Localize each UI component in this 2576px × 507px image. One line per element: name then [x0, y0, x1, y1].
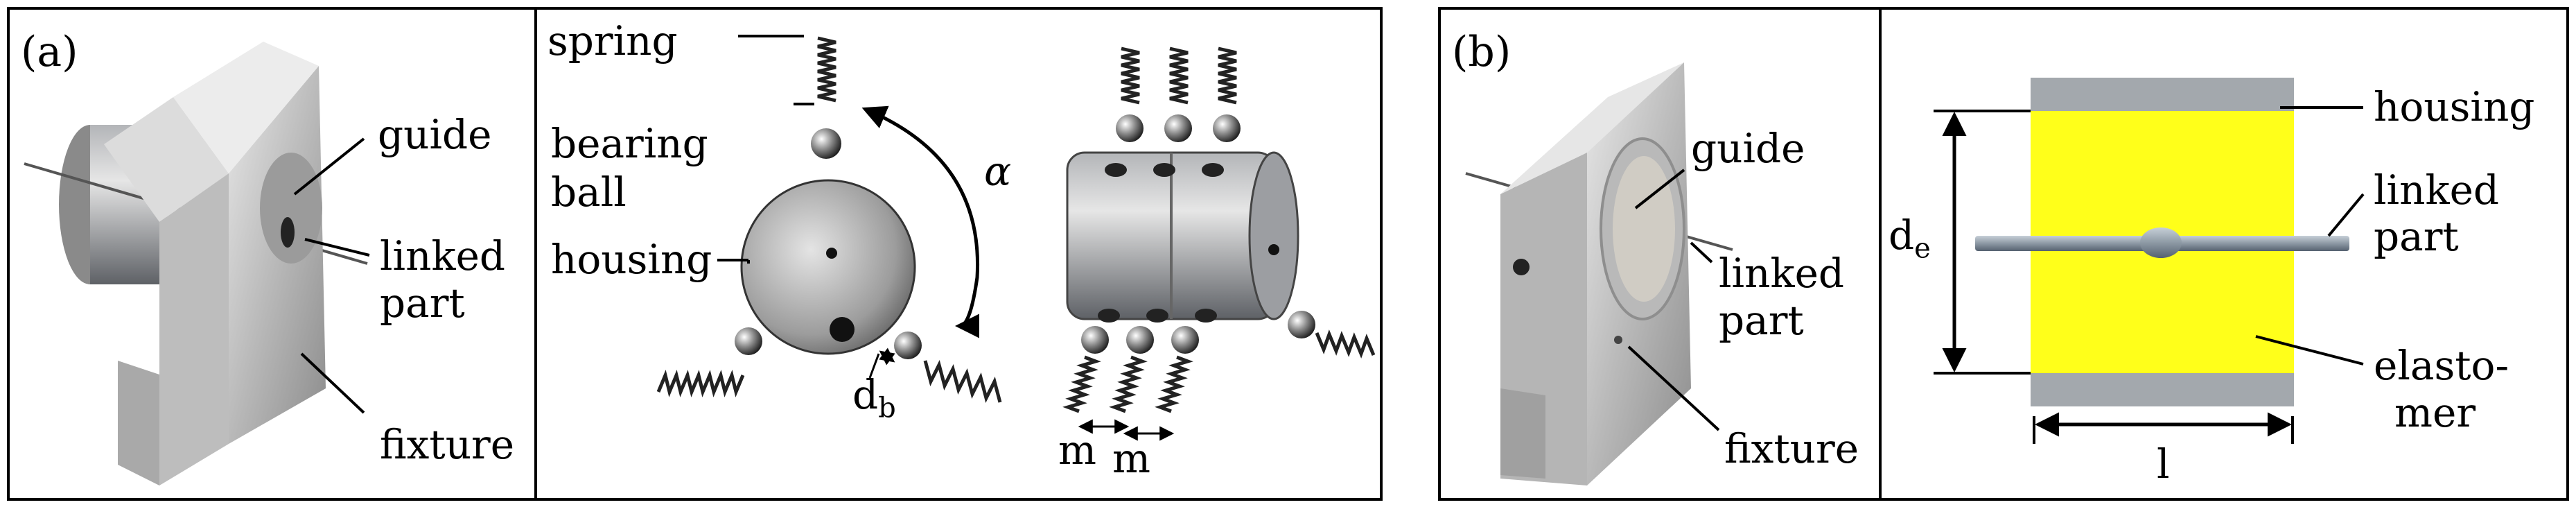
cylinder-view [1062, 46, 1376, 441]
schematic-elastomer-label-1: elasto- [2374, 342, 2509, 389]
housing-bottom [2031, 373, 2294, 406]
l-label: l [2157, 440, 2170, 488]
spring-label: spring [547, 17, 678, 65]
panel-b-photo-frame [1438, 7, 1882, 501]
linked-part-ball [2140, 227, 2182, 258]
schematic-elastomer-label-2: mer [2394, 389, 2476, 436]
leader-lines-a [293, 137, 370, 414]
de-main: d [1889, 212, 1915, 259]
m-label-2: m [1112, 435, 1150, 482]
photo-a-linked-label-2: part [380, 280, 465, 327]
housing-top [2031, 78, 2294, 111]
schematic-linked-label-1: linked [2374, 166, 2500, 214]
panel-b-label: (b) [1452, 28, 1512, 76]
photo-b-fixture-label: fixture [1724, 425, 1859, 472]
photo-b-linked-label-1: linked [1719, 250, 1845, 297]
schematic-linked-label-2: part [2374, 213, 2459, 260]
alpha-label: α [984, 148, 1012, 195]
db-label: db [852, 375, 896, 422]
fixture-photo-a [24, 42, 368, 485]
bearing-ball-label-2: ball [551, 169, 627, 216]
de-sub: e [1914, 232, 1931, 265]
m-label-1: m [1058, 427, 1096, 474]
db-main: d [852, 371, 879, 418]
exploded-view [656, 35, 1002, 404]
photo-a-fixture-label: fixture [380, 421, 515, 468]
housing-label-a: housing [551, 236, 712, 283]
elastomer-schematic [1934, 78, 2365, 444]
photo-a-linked-label-1: linked [380, 232, 506, 280]
photo-a-guide-label: guide [378, 111, 492, 158]
panel-a-label: (a) [21, 28, 78, 76]
bearing-ball-label-1: bearing [551, 120, 708, 167]
schematic-housing-label: housing [2374, 83, 2535, 130]
photo-b-guide-label: guide [1691, 125, 1805, 172]
photo-b-linked-label-2: part [1719, 297, 1804, 344]
db-sub: b [878, 392, 896, 424]
leader-lines-b [1627, 169, 1720, 431]
de-label: de [1889, 215, 1931, 263]
